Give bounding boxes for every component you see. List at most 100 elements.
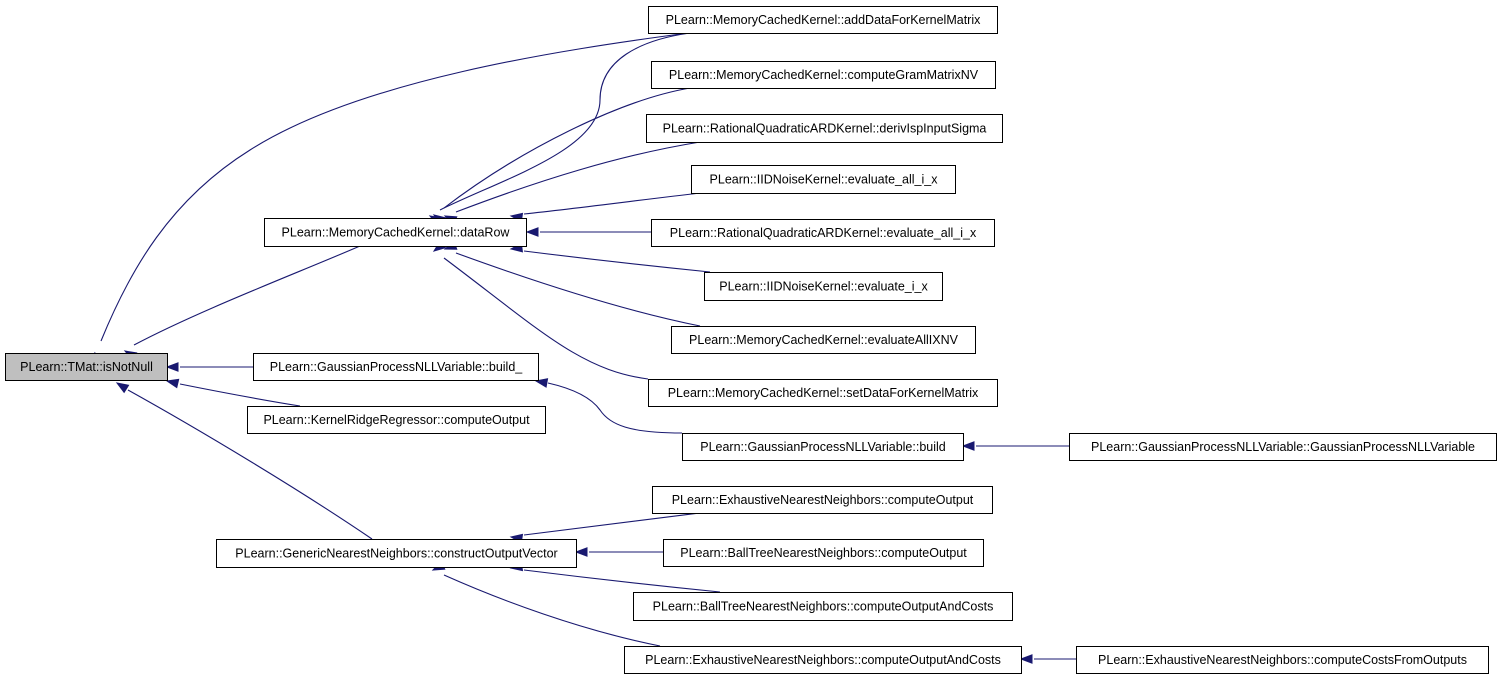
node-evaluateAllIXNV[interactable]: PLearn::MemoryCachedKernel::evaluateAllI… bbox=[671, 326, 976, 354]
edge-iidEvaluateAll-to-dataRow bbox=[509, 192, 701, 223]
node-label: PLearn::MemoryCachedKernel::computeGramM… bbox=[669, 68, 979, 82]
node-box bbox=[253, 353, 539, 381]
node-label: PLearn::IIDNoiseKernel::evaluate_i_x bbox=[719, 280, 928, 294]
nodes-layer: PLearn::TMat::isNotNullPLearn::MemoryCac… bbox=[5, 6, 1497, 674]
node-iidEvaluateAll[interactable]: PLearn::IIDNoiseKernel::evaluate_all_i_x bbox=[691, 165, 956, 194]
arrowhead-icon bbox=[961, 441, 975, 451]
edge-exComputeOutput-to-constructOutputVector bbox=[509, 512, 701, 544]
node-box bbox=[624, 646, 1022, 674]
node-label: PLearn::KernelRidgeRegressor::computeOut… bbox=[263, 413, 530, 427]
node-label: PLearn::MemoryCachedKernel::addDataForKe… bbox=[666, 13, 981, 27]
node-box bbox=[1076, 646, 1489, 674]
node-box bbox=[247, 406, 546, 434]
node-constructOutputVector[interactable]: PLearn::GenericNearestNeighbors::constru… bbox=[216, 539, 577, 568]
node-box bbox=[682, 433, 964, 461]
arrowhead-icon bbox=[165, 362, 179, 372]
node-box bbox=[651, 61, 996, 89]
node-box bbox=[216, 539, 577, 568]
node-label: PLearn::GenericNearestNeighbors::constru… bbox=[235, 547, 557, 561]
node-box bbox=[671, 326, 976, 354]
edge-line bbox=[133, 245, 361, 346]
edge-computeGramMatrixNV-to-dataRow bbox=[432, 87, 691, 226]
node-box bbox=[663, 539, 984, 567]
edge-line bbox=[523, 192, 701, 215]
node-box bbox=[646, 114, 1003, 143]
edge-btComputeOutput-to-constructOutputVector bbox=[574, 547, 663, 557]
node-btComputeOutputAndCosts[interactable]: PLearn::BallTreeNearestNeighbors::comput… bbox=[633, 592, 1013, 621]
node-box bbox=[691, 165, 956, 194]
arrowhead-icon bbox=[525, 227, 539, 237]
node-label: PLearn::MemoryCachedKernel::dataRow bbox=[282, 226, 511, 240]
edge-line bbox=[523, 569, 721, 593]
node-exComputeCostsFromOutputs[interactable]: PLearn::ExhaustiveNearestNeighbors::comp… bbox=[1076, 646, 1489, 674]
edge-line bbox=[443, 257, 649, 380]
edge-line bbox=[179, 383, 301, 407]
edge-line bbox=[127, 389, 373, 540]
node-box bbox=[633, 592, 1013, 621]
edge-line bbox=[443, 574, 661, 647]
node-gpConstructor[interactable]: PLearn::GaussianProcessNLLVariable::Gaus… bbox=[1069, 433, 1497, 461]
node-dataRow[interactable]: PLearn::MemoryCachedKernel::dataRow bbox=[264, 218, 527, 247]
edge-rqEvaluateAll-to-dataRow bbox=[525, 227, 651, 237]
node-box bbox=[704, 272, 943, 301]
edge-line bbox=[455, 252, 701, 327]
node-label: PLearn::GaussianProcessNLLVariable::buil… bbox=[270, 360, 524, 374]
edge-dataRow-to-isNotNull bbox=[123, 245, 361, 362]
node-derivIspInputSigma[interactable]: PLearn::RationalQuadraticARDKernel::deri… bbox=[646, 114, 1003, 143]
arrowhead-icon bbox=[574, 547, 588, 557]
edge-addDataForKernelMatrix-to-isNotNull bbox=[94, 32, 689, 366]
node-addDataForKernelMatrix[interactable]: PLearn::MemoryCachedKernel::addDataForKe… bbox=[648, 6, 998, 34]
node-label: PLearn::TMat::isNotNull bbox=[20, 360, 153, 374]
node-box bbox=[652, 486, 993, 514]
edge-line bbox=[455, 141, 701, 213]
node-label: PLearn::GaussianProcessNLLVariable::Gaus… bbox=[1091, 440, 1475, 454]
edge-line bbox=[443, 87, 691, 209]
edge-line bbox=[523, 512, 701, 536]
node-label: PLearn::RationalQuadraticARDKernel::deri… bbox=[663, 122, 987, 136]
node-label: PLearn::MemoryCachedKernel::evaluateAllI… bbox=[689, 333, 959, 347]
edge-derivIspInputSigma-to-dataRow bbox=[443, 141, 701, 226]
node-computeGramMatrixNV[interactable]: PLearn::MemoryCachedKernel::computeGramM… bbox=[651, 61, 996, 89]
node-box bbox=[648, 379, 998, 407]
edge-build_-to-isNotNull bbox=[165, 362, 253, 372]
node-label: PLearn::ExhaustiveNearestNeighbors::comp… bbox=[672, 493, 974, 507]
node-label: PLearn::RationalQuadraticARDKernel::eval… bbox=[670, 226, 977, 240]
node-box bbox=[648, 6, 998, 34]
node-label: PLearn::BallTreeNearestNeighbors::comput… bbox=[680, 546, 967, 560]
edge-evaluateAllIXNV-to-dataRow bbox=[443, 240, 701, 327]
arrowhead-icon bbox=[165, 378, 180, 389]
arrowhead-icon bbox=[1019, 654, 1033, 664]
node-label: PLearn::MemoryCachedKernel::setDataForKe… bbox=[668, 386, 979, 400]
edge-line bbox=[547, 382, 683, 434]
node-iidEvaluateI[interactable]: PLearn::IIDNoiseKernel::evaluate_i_x bbox=[704, 272, 943, 301]
edge-exComputeCostsFromOutputs-to-exComputeOutputAndCosts bbox=[1019, 654, 1076, 664]
edge-iidEvaluateI-to-dataRow bbox=[509, 242, 711, 273]
node-isNotNull[interactable]: PLearn::TMat::isNotNull bbox=[5, 353, 168, 381]
node-rqEvaluateAll[interactable]: PLearn::RationalQuadraticARDKernel::eval… bbox=[651, 219, 995, 247]
edge-constructOutputVector-to-isNotNull bbox=[115, 382, 373, 540]
edge-line bbox=[439, 32, 691, 211]
node-krrComputeOutput[interactable]: PLearn::KernelRidgeRegressor::computeOut… bbox=[247, 406, 546, 434]
node-setDataForKernelMatrix[interactable]: PLearn::MemoryCachedKernel::setDataForKe… bbox=[648, 379, 998, 407]
node-build_[interactable]: PLearn::GaussianProcessNLLVariable::buil… bbox=[253, 353, 539, 381]
node-label: PLearn::ExhaustiveNearestNeighbors::comp… bbox=[645, 653, 1001, 667]
node-box bbox=[651, 219, 995, 247]
edge-gpConstructor-to-build bbox=[961, 441, 1069, 451]
edge-line bbox=[100, 32, 689, 342]
node-label: PLearn::BallTreeNearestNeighbors::comput… bbox=[653, 600, 994, 614]
node-box bbox=[1069, 433, 1497, 461]
edge-exComputeOutputAndCosts-to-constructOutputVector bbox=[431, 560, 661, 647]
node-label: PLearn::ExhaustiveNearestNeighbors::comp… bbox=[1098, 653, 1467, 667]
arrowhead-icon bbox=[115, 382, 130, 394]
node-exComputeOutputAndCosts[interactable]: PLearn::ExhaustiveNearestNeighbors::comp… bbox=[624, 646, 1022, 674]
node-label: PLearn::IIDNoiseKernel::evaluate_all_i_x bbox=[710, 173, 939, 187]
node-label: PLearn::GaussianProcessNLLVariable::buil… bbox=[700, 440, 946, 454]
node-box bbox=[264, 218, 527, 247]
node-btComputeOutput[interactable]: PLearn::BallTreeNearestNeighbors::comput… bbox=[663, 539, 984, 567]
edge-line bbox=[523, 250, 711, 273]
node-build[interactable]: PLearn::GaussianProcessNLLVariable::buil… bbox=[682, 433, 964, 461]
node-exComputeOutput[interactable]: PLearn::ExhaustiveNearestNeighbors::comp… bbox=[652, 486, 993, 514]
node-box bbox=[5, 353, 168, 381]
edge-krrComputeOutput-to-isNotNull bbox=[165, 378, 301, 407]
